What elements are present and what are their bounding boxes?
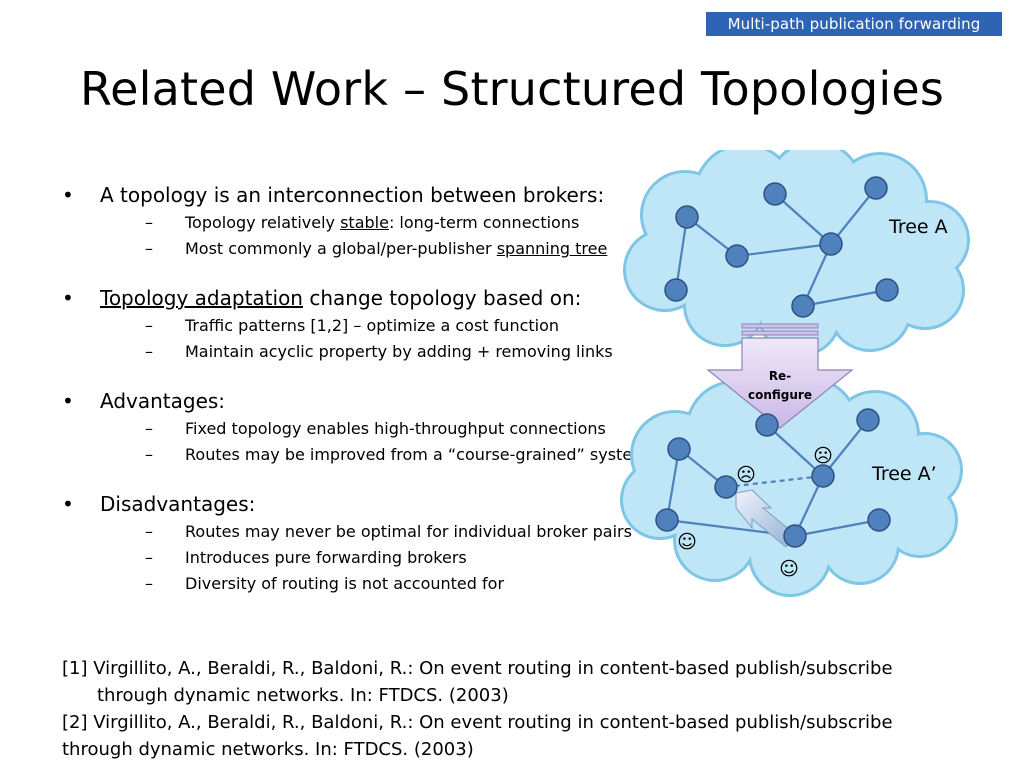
references: [1] Virgillito, A., Beraldi, R., Baldoni… <box>62 655 962 763</box>
bullet-item: Disadvantages: Routes may never be optima… <box>60 489 680 597</box>
bullet-item: A topology is an interconnection between… <box>60 180 680 262</box>
broker-node <box>864 176 888 200</box>
happy-face-icon: ☺ <box>677 531 697 553</box>
edge <box>822 419 869 477</box>
sub-bullet-item: Topology relatively stable: long-term co… <box>145 210 680 236</box>
bullet-item: Topology adaptation change topology base… <box>60 283 680 365</box>
edge <box>794 518 880 538</box>
sad-face-icon: ☹ <box>736 464 756 486</box>
header-tag: Multi-path publication forwarding <box>706 12 1002 36</box>
reference-1-line-1: [1] Virgillito, A., Beraldi, R., Baldoni… <box>62 658 893 679</box>
bullet-text: Topology adaptation change topology base… <box>100 283 680 313</box>
reference-2-line-1: [2] Virgillito, A., Beraldi, R., Baldoni… <box>62 712 893 733</box>
sub-bullet-list: Routes may never be optimal for individu… <box>100 519 680 597</box>
text-segment: change topology based on: <box>302 286 582 310</box>
arrow-label-line2: configure <box>748 388 812 402</box>
underlined-text: stable <box>340 213 389 232</box>
cloud-tree-a-prime <box>620 377 963 597</box>
broker-node <box>783 524 807 548</box>
broker-node <box>655 508 679 532</box>
broker-node <box>819 232 843 256</box>
text-segment: Most commonly a global/per-publisher <box>185 239 497 258</box>
text-segment: Traffic patterns [1,2] – optimize a cost… <box>185 316 560 335</box>
sub-bullet-list: Traffic patterns [1,2] – optimize a cost… <box>100 313 680 365</box>
edge <box>774 193 832 245</box>
broker-node <box>667 437 691 461</box>
bullet-gap <box>60 365 680 386</box>
text-segment: Diversity of routing is not accounted fo… <box>185 574 505 593</box>
reconfigure-arrow: Re- configure <box>706 323 854 429</box>
reference-2-line-2: through dynamic networks. In: FTDCS. (20… <box>62 739 474 760</box>
sub-bullet-list: Topology relatively stable: long-term co… <box>100 210 680 262</box>
text-segment: Advantages: <box>100 389 226 413</box>
edge <box>802 288 888 308</box>
bullet-text: A topology is an interconnection between… <box>100 180 680 210</box>
text-segment: Routes may never be optimal for individu… <box>185 522 632 541</box>
edge <box>830 187 877 245</box>
broker-node <box>856 408 880 432</box>
happy-face-icon: ☺ <box>779 558 799 580</box>
broker-node <box>714 475 738 499</box>
text-segment: Introduces pure forwarding brokers <box>185 548 467 567</box>
tree-a-prime-nodes <box>655 408 891 548</box>
sub-bullet-item: Maintain acyclic property by adding + re… <box>145 339 680 365</box>
sub-bullet-item: Diversity of routing is not accounted fo… <box>145 571 680 597</box>
sub-bullet-item: Fixed topology enables high-throughput c… <box>145 416 680 442</box>
text-segment: Maintain acyclic property by adding + re… <box>185 342 613 361</box>
broker-node <box>875 278 899 302</box>
underlined-text: Topology adaptation <box>100 286 303 310</box>
underlined-text: spanning tree <box>496 239 608 258</box>
bullet-gap <box>60 468 680 489</box>
broker-node <box>725 244 749 268</box>
broker-node <box>664 278 688 302</box>
link-move-arrow <box>735 489 798 548</box>
edge <box>766 424 824 477</box>
topology-diagram: Tree A Re- configure Tree A’ ☹ ☹ ☺ ☺ <box>620 150 970 597</box>
bullet-gap <box>60 262 680 283</box>
broker-node <box>867 508 891 532</box>
tree-a-prime-label: Tree A’ <box>871 463 937 485</box>
reference-1-line-2: through dynamic networks. In: FTDCS. (20… <box>97 685 509 706</box>
broker-node <box>811 464 835 488</box>
sub-bullet-item: Routes may never be optimal for individu… <box>145 519 680 545</box>
text-segment: Topology relatively <box>185 213 341 232</box>
sub-bullet-item: Traffic patterns [1,2] – optimize a cost… <box>145 313 680 339</box>
broker-node <box>755 413 779 437</box>
broker-node <box>675 205 699 229</box>
edge <box>665 448 681 521</box>
sad-face-icon: ☹ <box>813 445 833 467</box>
sub-bullet-item: Routes may be improved from a “course-gr… <box>145 442 680 468</box>
bullet-item: Advantages: Fixed topology enables high-t… <box>60 386 680 468</box>
tree-a-label: Tree A <box>888 216 948 238</box>
bullet-list: A topology is an interconnection between… <box>60 180 680 597</box>
text-segment: Routes may be improved from a “course-gr… <box>185 445 648 464</box>
edge <box>736 242 832 258</box>
arrow-label-line1: Re- <box>769 369 791 383</box>
text-segment: Fixed topology enables high-throughput c… <box>185 419 606 438</box>
tree-a-nodes <box>664 176 899 318</box>
removed-edge <box>725 474 824 489</box>
sub-bullet-item: Most commonly a global/per-publisher spa… <box>145 236 680 262</box>
sub-bullet-list: Fixed topology enables high-throughput c… <box>100 416 680 468</box>
text-segment: : long-term connections <box>388 213 580 232</box>
slide-title: Related Work – Structured Topologies <box>80 62 944 116</box>
sub-bullet-item: Introduces pure forwarding brokers <box>145 545 680 571</box>
broker-node <box>791 294 815 318</box>
text-segment: A topology is an interconnection between… <box>100 183 605 207</box>
text-segment: Disadvantages: <box>100 492 256 516</box>
edge <box>674 216 689 291</box>
bullet-text: Advantages: <box>100 386 680 416</box>
broker-node <box>763 182 787 206</box>
bullet-text: Disadvantages: <box>100 489 680 519</box>
